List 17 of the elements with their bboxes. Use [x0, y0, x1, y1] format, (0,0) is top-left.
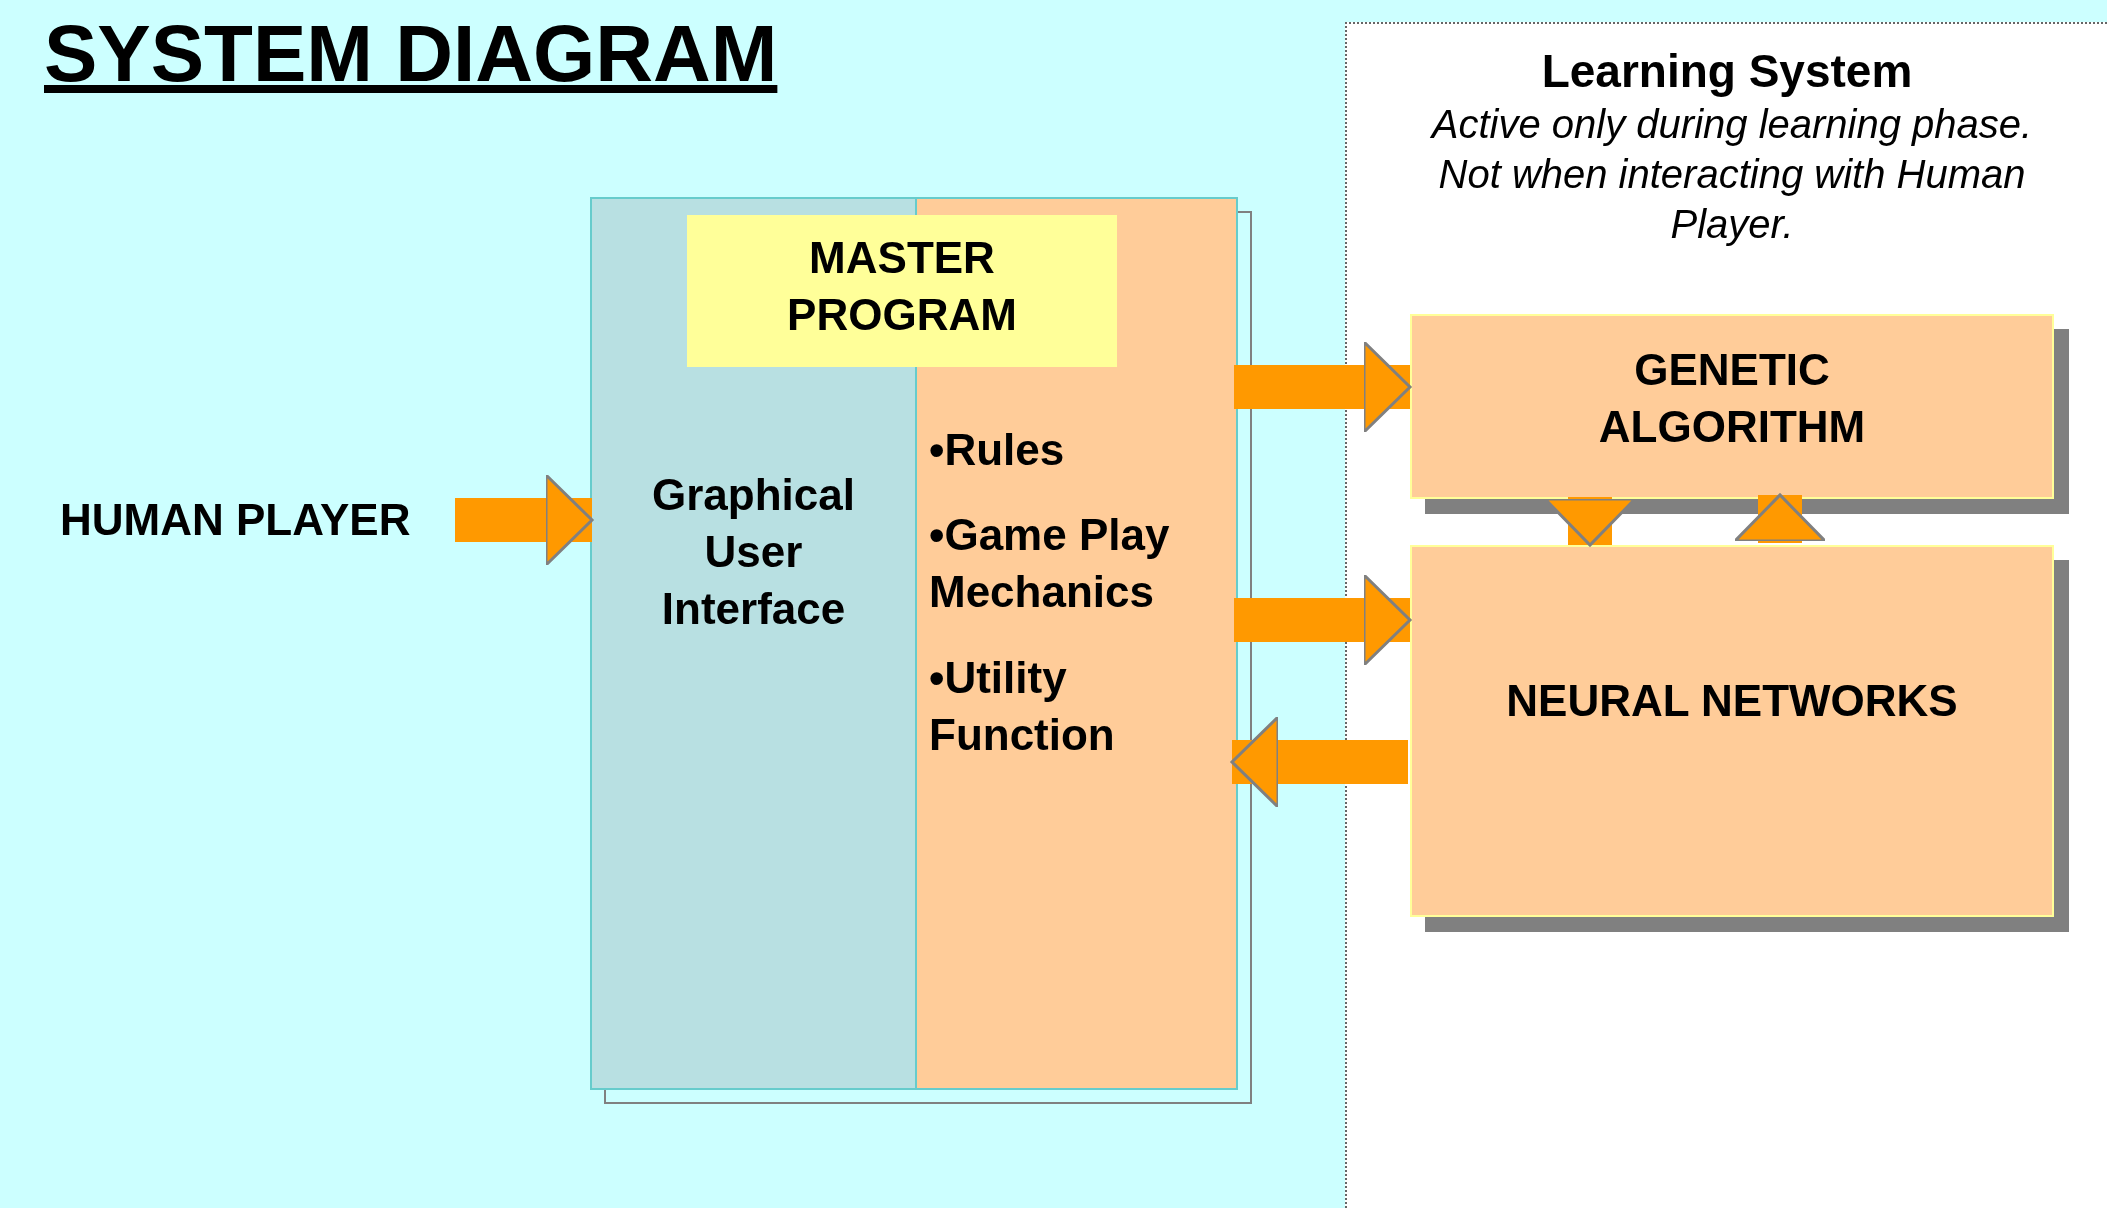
- arrow: [1234, 573, 1412, 667]
- panel-heading: Learning System: [1540, 44, 1914, 99]
- diagram-title: SYSTEM DIAGRAM: [44, 8, 778, 100]
- bullet-item: •Rules: [929, 424, 1066, 476]
- panel-note: Active only during learning phase. Not when interacting with Human Player.: [1429, 101, 2034, 248]
- box-label: GENETIC ALGORITHM: [1597, 344, 1867, 454]
- program-label: MASTER PROGRAM: [687, 215, 1117, 367]
- system-panel: [1345, 22, 2107, 1208]
- bullet-item: •Utility Function: [929, 651, 1116, 761]
- arrow: [1733, 493, 1827, 543]
- box-label: NEURAL NETWORKS: [1505, 675, 1959, 727]
- node-label: HUMAN PLAYER: [60, 494, 412, 546]
- arrow: [1234, 340, 1412, 434]
- arrow: [1230, 715, 1408, 809]
- arrow: [455, 473, 594, 567]
- panel-label: Graphical User Interface: [651, 469, 856, 636]
- bullet-item: •Game Play Mechanics: [929, 509, 1171, 619]
